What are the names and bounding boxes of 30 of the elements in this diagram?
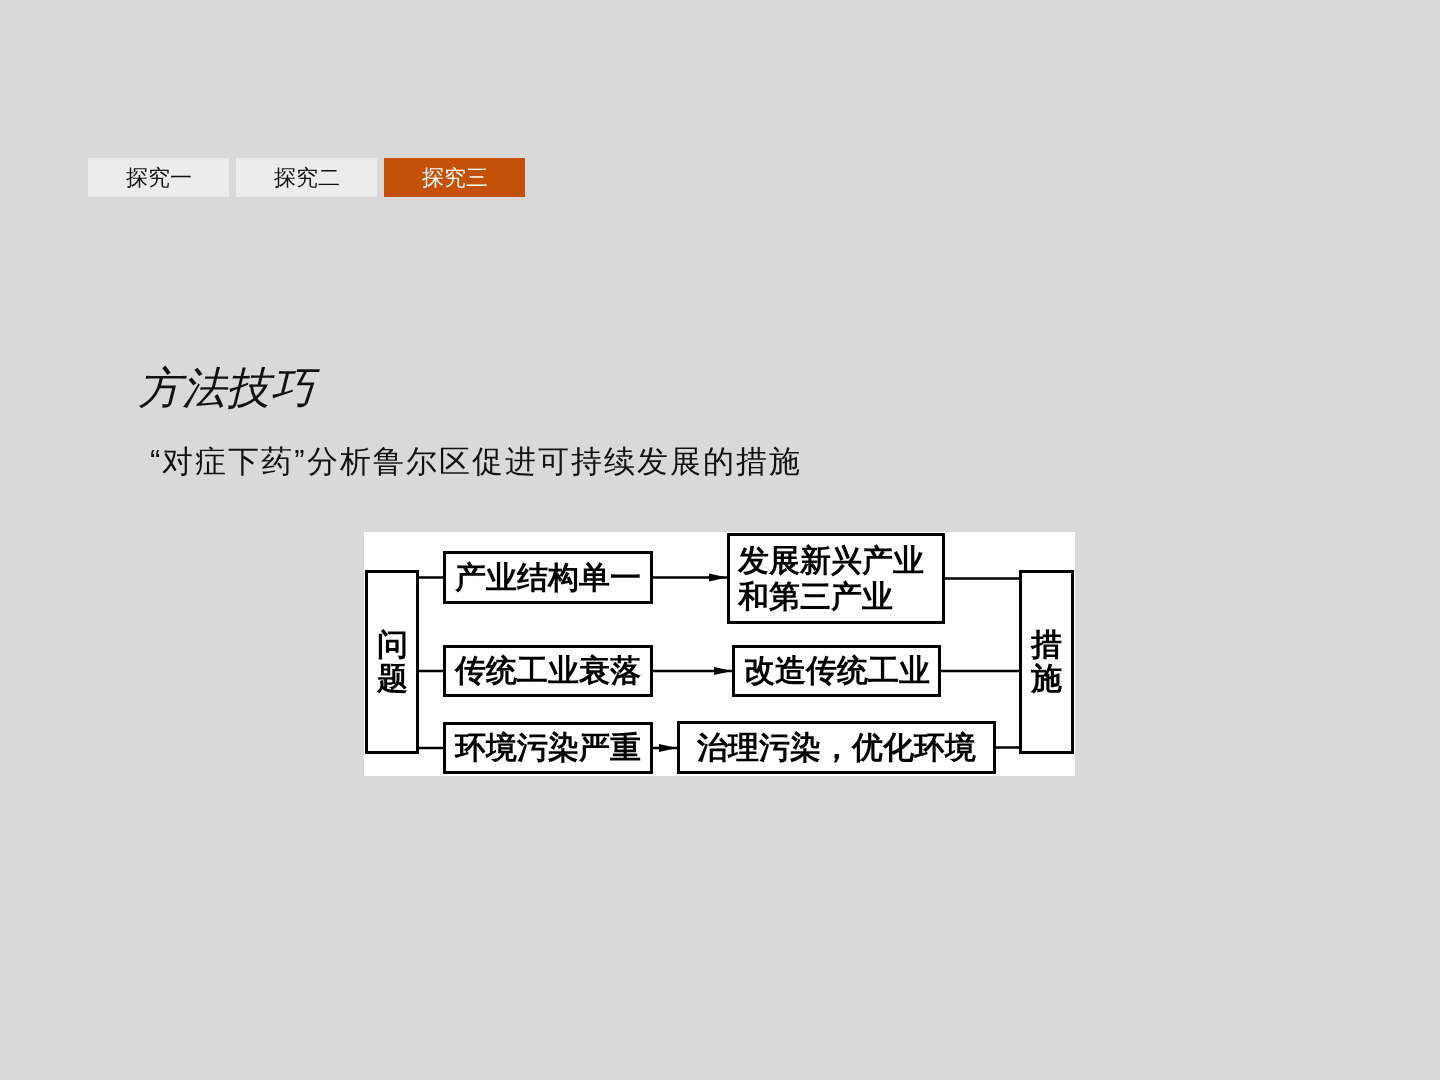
section-tab: 探究三 (384, 158, 525, 197)
category-box (365, 570, 419, 754)
box-text: 措施 (1031, 627, 1062, 697)
connector-line (941, 669, 1019, 673)
box-text: 产业结构单一 (455, 559, 641, 596)
box-text: 传统工业衰落 (455, 653, 641, 689)
process-box (443, 722, 653, 774)
box-text: 问题 (376, 627, 408, 697)
box-text: 改造传统工业 (743, 653, 930, 689)
arrow (653, 667, 732, 675)
section-tab: 探究一 (88, 158, 229, 197)
connector-line (996, 746, 1019, 749)
arrow (653, 573, 727, 582)
process-box (443, 551, 653, 604)
process-box (677, 721, 996, 774)
process-box (443, 645, 653, 697)
subtitle-text: “对症下药”分析鲁尔区促进可持续发展的措施 (150, 443, 802, 481)
connector-line (419, 576, 443, 579)
connector-line (419, 669, 443, 673)
box-text: 发展新兴产业和第三产业 (738, 542, 925, 615)
section-tab: 探究二 (236, 158, 377, 197)
box-text: 环境污染严重 (455, 730, 641, 766)
page-title: 方法技巧 (136, 360, 328, 419)
connector-line (945, 577, 1019, 580)
arrow (653, 744, 677, 752)
connector-line (419, 746, 443, 750)
process-box (732, 645, 941, 697)
process-box (727, 533, 945, 624)
box-text: 治理污染，优化环境 (697, 729, 976, 766)
category-box (1019, 570, 1074, 754)
